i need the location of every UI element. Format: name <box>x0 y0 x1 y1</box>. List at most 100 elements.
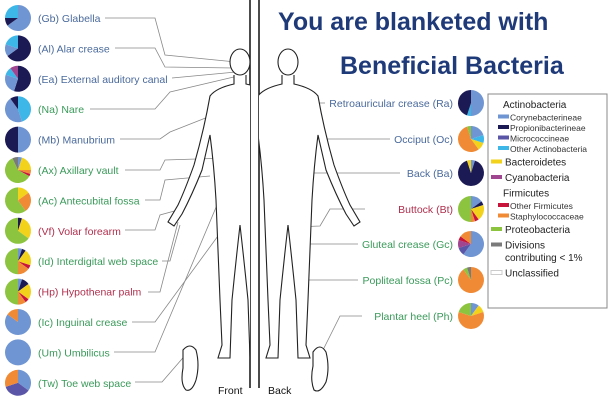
pie-slice-proteo <box>5 217 29 244</box>
site-item: Gluteal crease (Gc) <box>362 230 485 257</box>
pie-slice-otherAct <box>5 5 18 18</box>
pie-slice-proteo <box>466 126 471 139</box>
front-label: Front <box>218 385 243 397</box>
site-item: (Al) Alar crease <box>4 35 110 62</box>
legend-swatch <box>498 203 509 207</box>
pie-slice-staph <box>18 291 26 305</box>
pie-slice-cory <box>471 160 476 173</box>
legend-label: Micrococcineae <box>510 134 569 144</box>
legend-label: Propionibacterineae <box>510 123 586 133</box>
site-pie-chart <box>458 196 484 222</box>
legend-swatch <box>498 146 509 150</box>
site-label: (Gb) Glabella <box>38 13 101 25</box>
legend-swatch <box>498 213 509 218</box>
pie-slice-div <box>466 267 471 280</box>
pie-slice-prop <box>7 35 32 62</box>
site-pie-chart <box>5 217 32 244</box>
pie-slice-staph <box>458 311 484 329</box>
pie-slice-prop <box>471 201 484 209</box>
site-label: (Tw) Toe web space <box>38 378 131 390</box>
pie-slice-staph <box>458 267 485 293</box>
site-pie-chart <box>4 96 32 123</box>
pie-slice-cory <box>18 278 23 292</box>
site-item: (Na) Nare <box>4 96 84 123</box>
legend-item: Proteobacteria <box>491 225 570 236</box>
site-item: (Ax) Axillary vault <box>5 157 119 184</box>
site-pie-chart <box>458 126 484 153</box>
pie-slice-proteo <box>4 248 18 275</box>
pie-slice-prop <box>18 217 23 231</box>
pie-slice-cory <box>4 44 18 57</box>
pie-slice-cyano <box>10 65 18 79</box>
legend-item: Other Firmicutes <box>498 201 573 211</box>
site-label: (Id) Interdigital web space <box>38 256 158 268</box>
site-label: Buttock (Bt) <box>398 204 453 216</box>
site-label: (Ic) Inguinal crease <box>38 317 127 329</box>
legend-label: Unclassified <box>505 269 559 280</box>
legend-label: Other Firmicutes <box>510 201 573 211</box>
pie-slice-cory <box>471 303 479 316</box>
pie-slice-bact <box>466 160 471 173</box>
legend-item: Actinobacteria <box>503 100 567 111</box>
pie-slice-bact <box>18 187 29 201</box>
pie-slice-prop <box>458 160 485 186</box>
body-outline <box>167 75 250 359</box>
pie-slice-staph <box>7 309 19 322</box>
site-pie-chart <box>4 248 31 275</box>
legend-swatch <box>491 159 502 164</box>
pie-slice-staph <box>458 126 479 153</box>
pie-slice-proteo <box>5 187 26 214</box>
pie-slice-micro <box>458 244 471 255</box>
front-body-figure <box>167 48 250 359</box>
pie-slice-proteo <box>5 158 30 184</box>
pie-slice-cory <box>7 5 31 32</box>
pie-slice-bact <box>471 139 484 150</box>
pie-slice-prop <box>4 126 18 153</box>
site-item: Buttock (Bt) <box>398 196 484 222</box>
site-label: Gluteal crease (Gc) <box>362 239 453 251</box>
site-item: (Um) Umbilicus <box>5 339 110 366</box>
site-label: Plantar heel (Ph) <box>374 311 453 323</box>
legend-label: Other Actinobacteria <box>510 144 587 154</box>
pie-slice-cory <box>5 74 19 92</box>
site-pie-chart <box>4 369 32 396</box>
pie-slice-cory <box>18 248 23 262</box>
site-item: (Tw) Toe web space <box>4 369 131 396</box>
pie-slice-staph <box>460 230 471 244</box>
site-pie-chart <box>5 278 31 305</box>
legend-item: Divisions <box>491 241 545 252</box>
pie-slice-otherAct <box>5 35 19 49</box>
legend-label: Proteobacteria <box>505 225 570 236</box>
legend-item: contributing < 1% <box>505 253 583 264</box>
site-item: Plantar heel (Ph) <box>374 303 484 329</box>
pie-slice-prop <box>458 90 471 116</box>
pie-slice-cory <box>471 126 484 139</box>
site-item: (Gb) Glabella <box>5 5 101 32</box>
site-pie-chart <box>5 157 31 184</box>
back-foot-drawing <box>311 346 329 392</box>
site-pie-chart <box>5 5 31 32</box>
pie-slice-bact <box>18 250 31 266</box>
pie-slice-proteo <box>458 303 471 316</box>
pie-slice-div <box>12 157 18 170</box>
legend-label: Firmicutes <box>503 189 549 200</box>
site-label: (Um) Umbilicus <box>38 347 110 359</box>
pie-slice-otherAct <box>18 96 32 122</box>
pie-slice-prop <box>5 18 18 26</box>
pie-slice-otherAct <box>471 134 484 144</box>
pie-slice-otherFirm <box>18 261 31 269</box>
site-item: (Ea) External auditory canal <box>5 65 168 92</box>
pie-slice-bact <box>18 157 31 170</box>
legend-item: Micrococcineae <box>498 134 569 144</box>
site-item: Retroauricular crease (Ra) <box>329 90 484 117</box>
site-pie-chart <box>4 35 32 62</box>
site-item: Popliteal fossa (Pc) <box>363 267 485 293</box>
pie-slice-bact <box>18 283 31 300</box>
site-pie-chart <box>458 267 485 293</box>
pie-slice-prop <box>18 248 26 262</box>
pie-slice-cory <box>471 90 484 116</box>
pie-slice-proteo <box>458 196 471 222</box>
site-label: Popliteal fossa (Pc) <box>363 275 453 287</box>
right-site-list: Retroauricular crease (Ra)Occiput (Oc)Ba… <box>329 90 485 329</box>
legend-item: Propionibacterineae <box>498 123 586 133</box>
